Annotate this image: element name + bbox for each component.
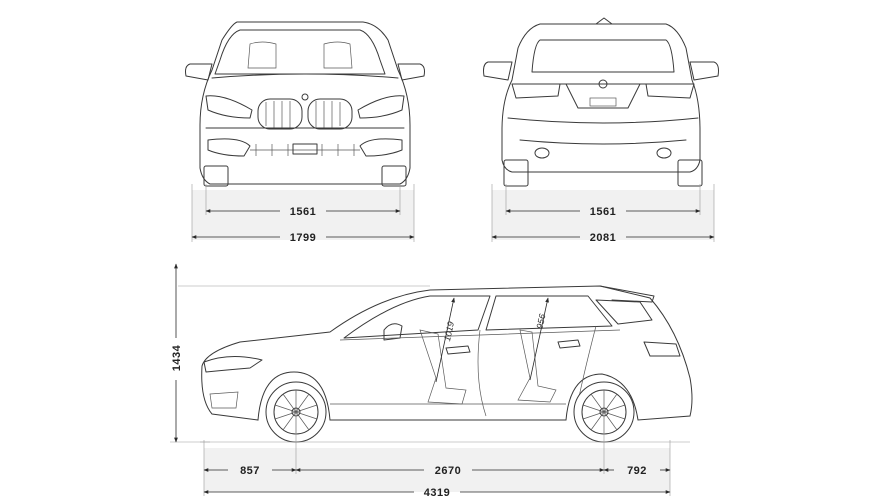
side-rear-seat bbox=[517, 329, 557, 403]
front-tyre-right bbox=[381, 165, 407, 187]
front-grille-bars bbox=[265, 101, 341, 128]
rear-exhaust-left bbox=[534, 147, 550, 159]
side-body bbox=[201, 285, 693, 421]
front-grille-left bbox=[257, 98, 303, 130]
front-hood bbox=[211, 73, 399, 79]
rear-overhang-label: 792 bbox=[627, 465, 647, 477]
front-track-label: 1561 bbox=[290, 206, 316, 218]
rear-taillight-left bbox=[511, 83, 561, 99]
rear-antenna bbox=[595, 17, 613, 25]
front-lower-intake bbox=[250, 144, 360, 156]
rear-track-label: 1561 bbox=[590, 206, 616, 218]
rear-bumper bbox=[507, 117, 699, 145]
side-door-handles bbox=[445, 339, 581, 355]
side-front-window bbox=[343, 295, 491, 339]
front-overhang-label: 857 bbox=[240, 465, 260, 477]
front-logo bbox=[301, 93, 309, 101]
side-taillight bbox=[643, 341, 681, 357]
front-mirror-right bbox=[397, 63, 425, 81]
front-headlight-right bbox=[357, 95, 405, 119]
front-view: 1561 1799 bbox=[185, 21, 425, 244]
front-bumper bbox=[205, 127, 405, 157]
rear-plate-recess bbox=[589, 97, 617, 107]
front-plate bbox=[292, 143, 318, 155]
rear-mirror-left bbox=[483, 61, 513, 81]
side-headlight bbox=[203, 356, 263, 373]
side-front-intake bbox=[209, 391, 239, 409]
front-headlight-left bbox=[205, 95, 253, 119]
rear-headroom-label: 956 bbox=[535, 313, 548, 330]
rear-view: 1561 2081 bbox=[483, 17, 719, 244]
front-windshield bbox=[214, 29, 386, 75]
side-quarter-window bbox=[595, 299, 653, 325]
rear-tailgate bbox=[559, 83, 647, 109]
wheelbase-label: 2670 bbox=[435, 465, 461, 477]
rear-exhaust-right bbox=[656, 147, 672, 159]
length-label: 4319 bbox=[424, 487, 450, 499]
front-headroom-label: 1019 bbox=[442, 321, 456, 343]
side-view: 1019 956 1434 857 2670 792 4319 bbox=[170, 263, 693, 499]
side-mirror bbox=[383, 323, 403, 341]
height-label: 1434 bbox=[171, 344, 183, 371]
rear-window bbox=[531, 39, 675, 73]
front-mirror-left bbox=[185, 63, 213, 81]
rear-tyre-right bbox=[677, 159, 703, 187]
mirror-width-label: 2081 bbox=[590, 232, 616, 244]
rear-logo bbox=[598, 79, 608, 89]
front-grille-right bbox=[307, 98, 353, 130]
side-door-lines bbox=[330, 325, 621, 417]
front-tyre-left bbox=[203, 165, 229, 187]
front-seats bbox=[247, 41, 353, 69]
side-front-seat bbox=[419, 329, 467, 405]
side-rear-window bbox=[485, 295, 613, 331]
rear-mirror-right bbox=[689, 61, 719, 81]
rear-tyre-left bbox=[503, 159, 529, 187]
rear-band bbox=[492, 190, 714, 240]
front-body bbox=[199, 21, 411, 185]
front-width-label: 1799 bbox=[290, 232, 316, 244]
side-spoiler bbox=[599, 285, 655, 303]
rear-taillight-right bbox=[645, 83, 695, 99]
front-band bbox=[192, 190, 414, 240]
